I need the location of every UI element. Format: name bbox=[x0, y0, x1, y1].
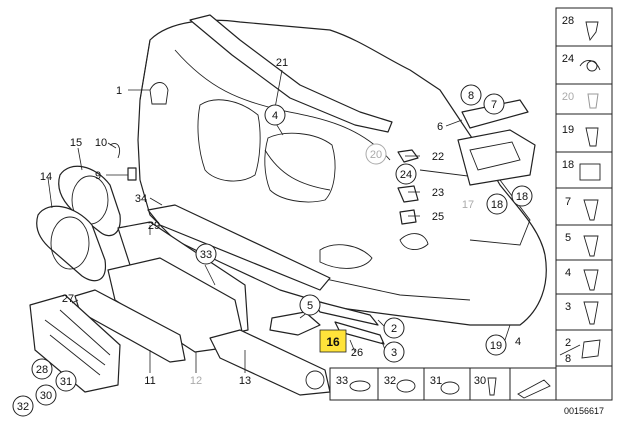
label-5: 5 bbox=[307, 300, 313, 312]
label-30: 30 bbox=[40, 390, 52, 402]
side-label-24: 24 bbox=[562, 53, 574, 65]
label-19-circle bbox=[485, 334, 507, 356]
side-label-19: 19 bbox=[562, 124, 574, 136]
label-20-circle bbox=[365, 143, 387, 165]
label-29: 29 bbox=[148, 220, 160, 232]
label-24: 24 bbox=[400, 169, 412, 181]
label-2: 2 bbox=[391, 323, 397, 335]
label-18b-circle bbox=[511, 185, 533, 207]
label-30-circle bbox=[35, 384, 57, 406]
label-31-circle bbox=[55, 370, 77, 392]
bottom-label-33: 33 bbox=[336, 375, 348, 387]
label-18a: 18 bbox=[491, 199, 503, 211]
grille-rings bbox=[36, 165, 121, 282]
label-10: 10 bbox=[95, 137, 107, 149]
label-19: 19 bbox=[490, 340, 502, 352]
label-33: 33 bbox=[200, 249, 212, 261]
label-27: 27 bbox=[62, 293, 74, 305]
label-11: 11 bbox=[144, 375, 155, 387]
side-label-18: 18 bbox=[562, 159, 574, 171]
bottom-label-32: 32 bbox=[384, 375, 396, 387]
label-24-circle bbox=[395, 163, 417, 185]
label-28: 28 bbox=[36, 364, 48, 376]
label-12: 12 bbox=[190, 375, 202, 387]
label-2-circle bbox=[383, 317, 405, 339]
label-18a-circle bbox=[486, 193, 508, 215]
side-label-8: 8 bbox=[565, 353, 571, 365]
side-label-3: 3 bbox=[565, 301, 571, 313]
label-20: 20 bbox=[370, 149, 382, 161]
side-label-5: 5 bbox=[565, 232, 571, 244]
label-14: 14 bbox=[40, 171, 52, 183]
label-4b: 4 bbox=[515, 336, 521, 348]
label-32: 32 bbox=[17, 401, 29, 413]
label-1: 1 bbox=[116, 85, 122, 97]
bottom-parts-table bbox=[329, 367, 557, 401]
label-7-circle bbox=[483, 93, 505, 115]
label-21: 21 bbox=[276, 57, 288, 69]
label-13: 13 bbox=[239, 375, 251, 387]
label-4a-circle bbox=[264, 104, 286, 126]
side-label-20: 20 bbox=[562, 91, 574, 103]
upper-support-21 bbox=[189, 14, 393, 133]
highlighted-part-box bbox=[319, 329, 347, 353]
label-4a: 4 bbox=[272, 110, 278, 122]
side-label-28: 28 bbox=[562, 15, 574, 27]
label-17: 17 bbox=[462, 199, 474, 211]
reinforcement-parts bbox=[29, 204, 385, 396]
side-parts-table bbox=[555, 7, 613, 401]
side-label-7: 7 bbox=[565, 196, 571, 208]
label-33-circle bbox=[195, 243, 217, 265]
side-label-4: 4 bbox=[565, 267, 571, 279]
bottom-label-31: 31 bbox=[430, 375, 442, 387]
label-5-circle bbox=[299, 294, 321, 316]
label-25: 25 bbox=[432, 211, 444, 223]
document-id: 00156617 bbox=[564, 406, 604, 416]
label-6: 6 bbox=[437, 121, 443, 133]
label-9: 9 bbox=[95, 170, 101, 182]
label-26: 26 bbox=[351, 347, 363, 359]
label-34: 34 bbox=[135, 193, 147, 205]
label-28-circle bbox=[31, 358, 53, 380]
side-label-2: 2 bbox=[565, 337, 571, 349]
label-3: 3 bbox=[391, 347, 397, 359]
label-8-circle bbox=[460, 84, 482, 106]
label-3-circle bbox=[383, 341, 405, 363]
label-22: 22 bbox=[432, 151, 444, 163]
label-7: 7 bbox=[491, 99, 497, 111]
label-18b: 18 bbox=[516, 191, 528, 203]
bottom-label-30: 30 bbox=[474, 375, 486, 387]
label-23: 23 bbox=[432, 187, 444, 199]
label-31: 31 bbox=[60, 376, 72, 388]
label-8: 8 bbox=[468, 90, 474, 102]
label-32-circle bbox=[12, 395, 34, 417]
label-15: 15 bbox=[70, 137, 82, 149]
label-16: 16 bbox=[326, 335, 340, 349]
